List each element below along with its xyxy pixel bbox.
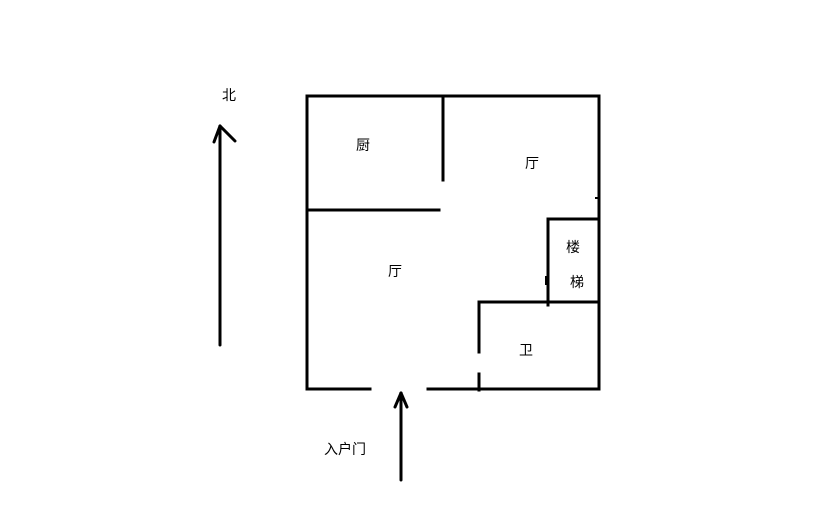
hall-main-label: 厅 bbox=[388, 264, 402, 280]
stairs-label-bottom: 梯 bbox=[570, 275, 584, 291]
stairs-label-top: 楼 bbox=[566, 240, 580, 256]
kitchen-label: 厨 bbox=[356, 138, 370, 154]
north-arrow-icon bbox=[212, 124, 237, 347]
entry-door-label: 入户门 bbox=[324, 442, 366, 458]
bathroom-label: 卫 bbox=[519, 343, 533, 359]
north-label: 北 bbox=[222, 88, 236, 104]
entry-arrow-icon bbox=[393, 391, 409, 482]
hall-northeast-label: 厅 bbox=[525, 156, 539, 172]
